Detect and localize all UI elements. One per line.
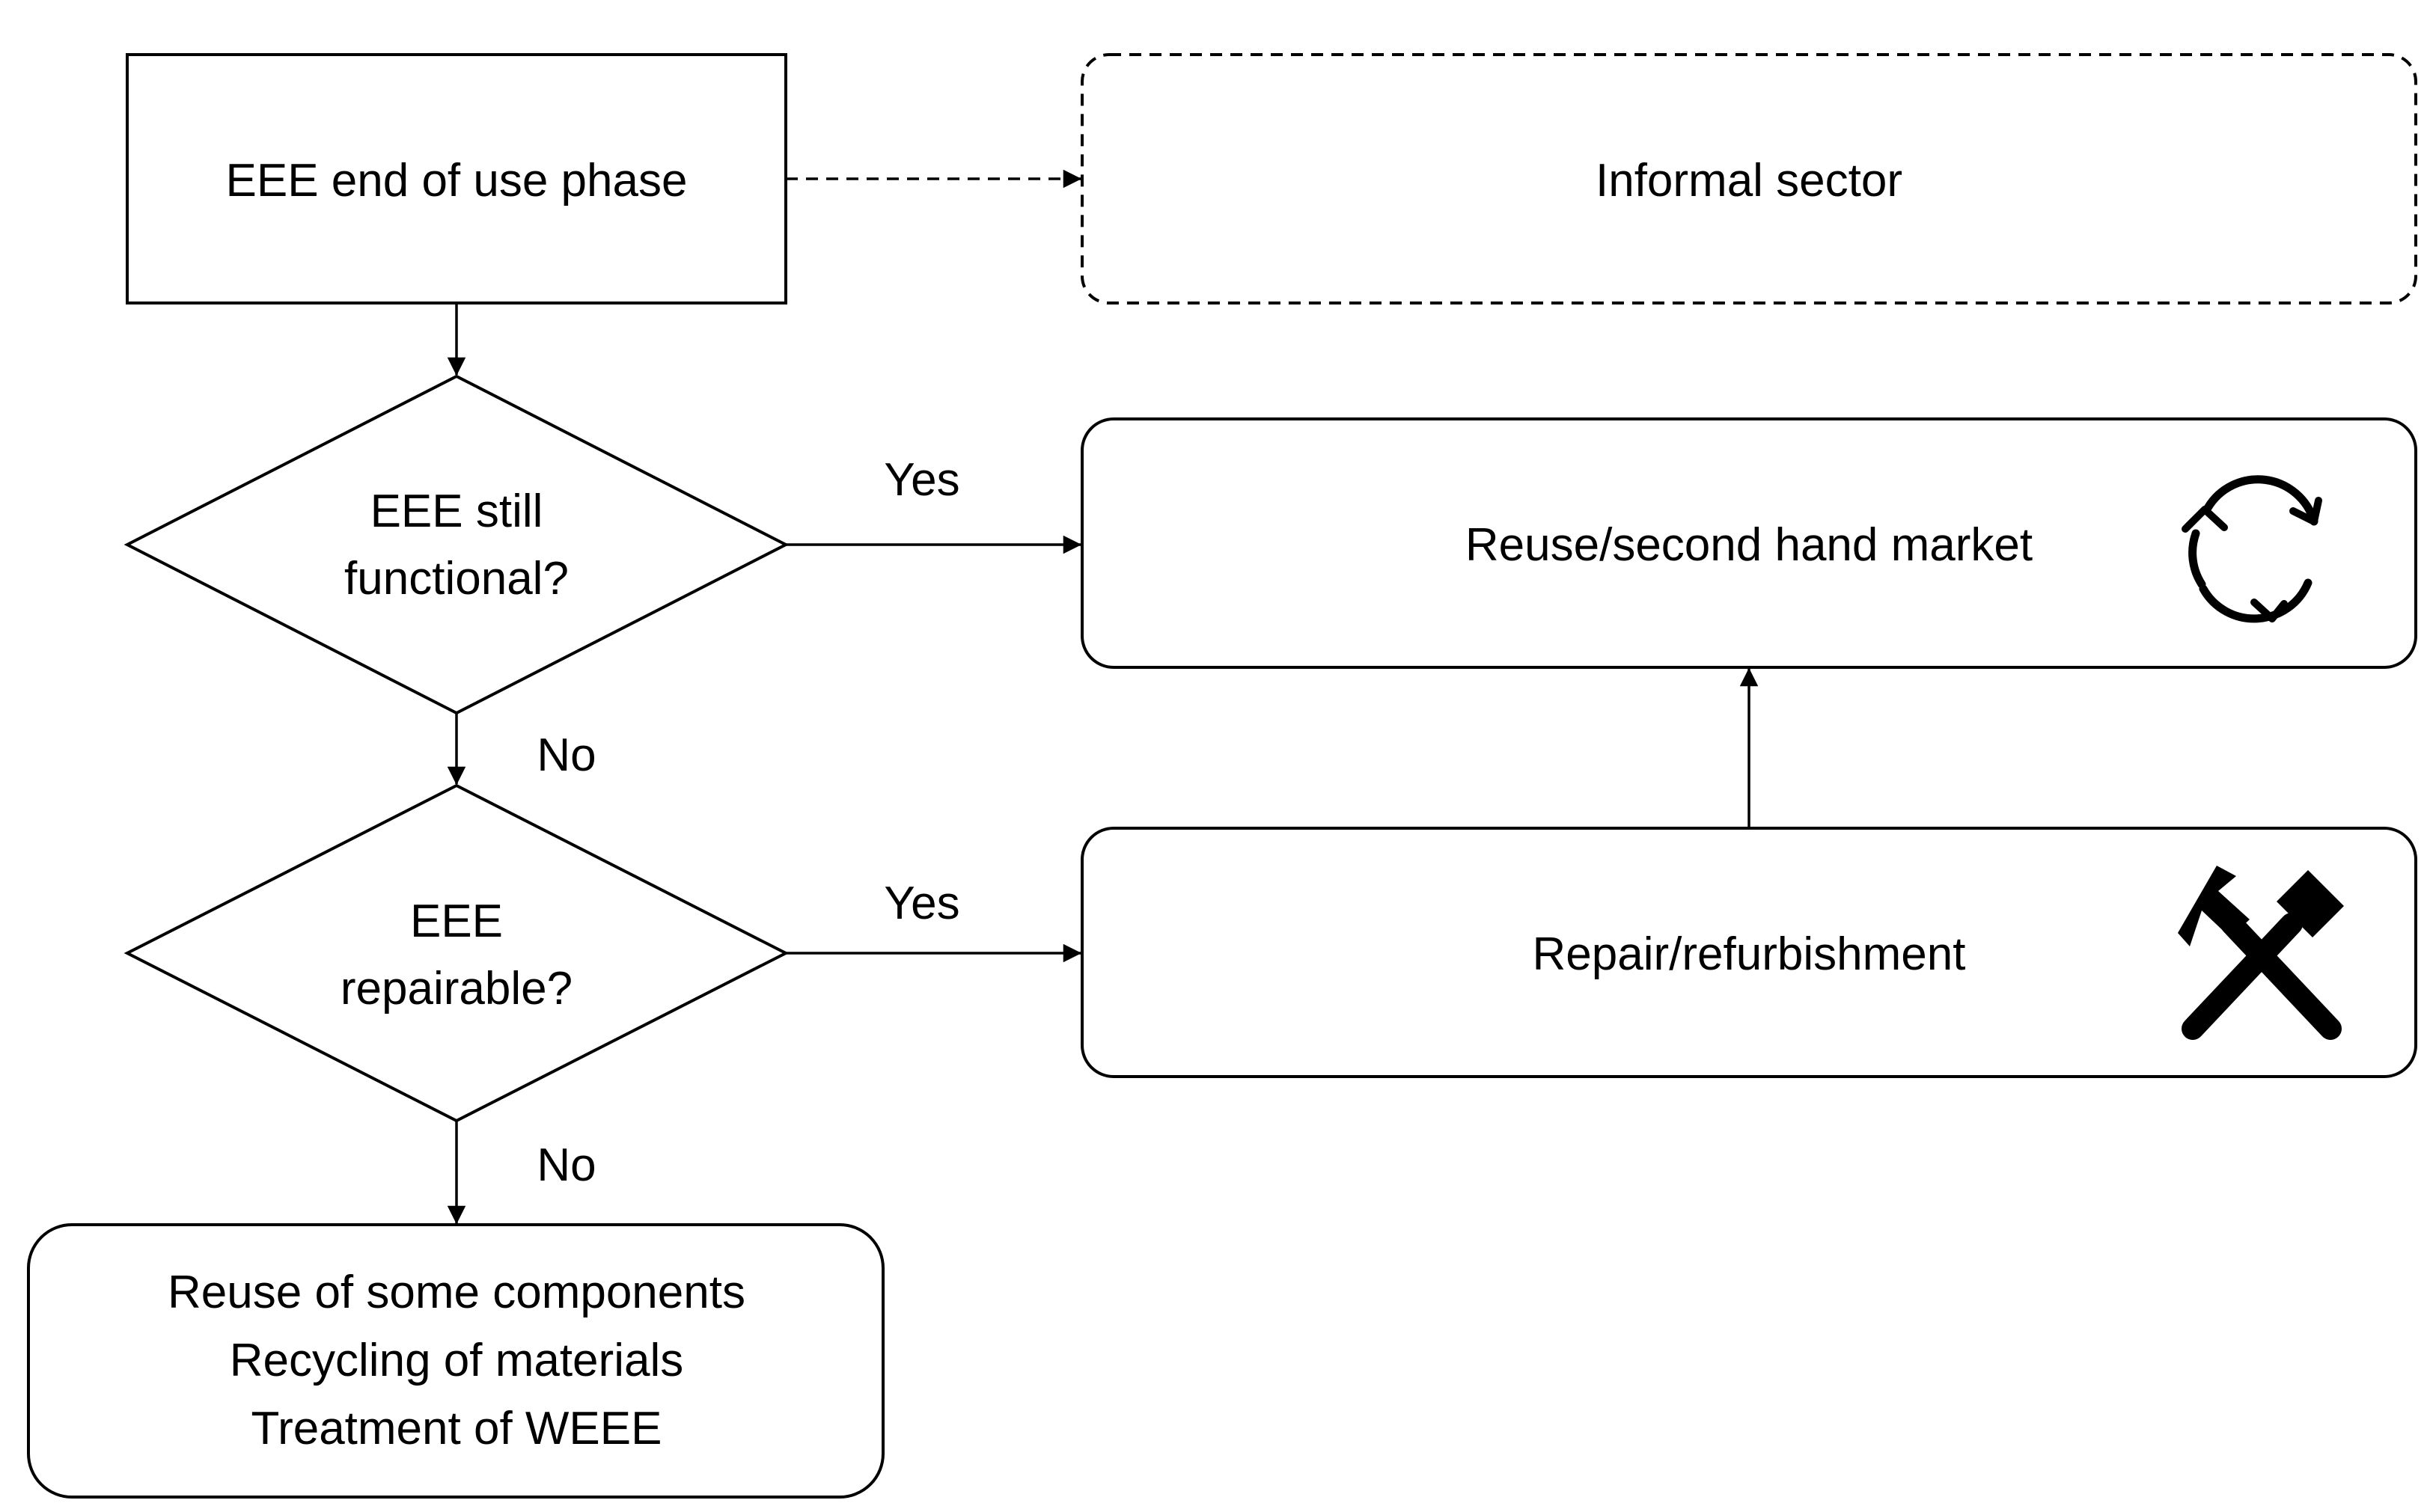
end-of-life-node: Reuse of some components Recycling of ma… [27,1223,885,1499]
functional-no-label: No [537,729,596,781]
repairable-yes-label: Yes [884,878,959,929]
start-node: EEE end of use phase [126,53,787,304]
reuse-market-node: Reuse/second hand market [1081,417,2417,669]
recycle-icon [2182,475,2322,623]
repairable-label-line2: repairable? [341,963,573,1014]
informal-sector-node: Informal sector [1081,53,2417,304]
functional-decision: EEE still functional? [123,374,790,715]
functional-label-line2: functional? [344,553,569,605]
end-of-life-line3: Treatment of WEEE [251,1403,662,1454]
repair-label: Repair/refurbishment [1533,928,1966,980]
start-label: EEE end of use phase [225,155,687,206]
repair-node: Repair/refurbishment [1081,827,2417,1078]
repairable-decision: EEE repairable? [123,783,790,1123]
end-of-life-line1: Reuse of some components [168,1267,745,1318]
functional-yes-label: Yes [884,454,959,506]
hammers-icon [2178,866,2344,1040]
repairable-label-line1: EEE [410,896,503,947]
informal-sector-label: Informal sector [1596,155,1902,206]
functional-label-line1: EEE still [370,486,543,537]
repairable-no-label: No [537,1139,596,1191]
reuse-market-label: Reuse/second hand market [1465,519,2033,571]
end-of-life-line2: Recycling of materials [230,1335,683,1386]
